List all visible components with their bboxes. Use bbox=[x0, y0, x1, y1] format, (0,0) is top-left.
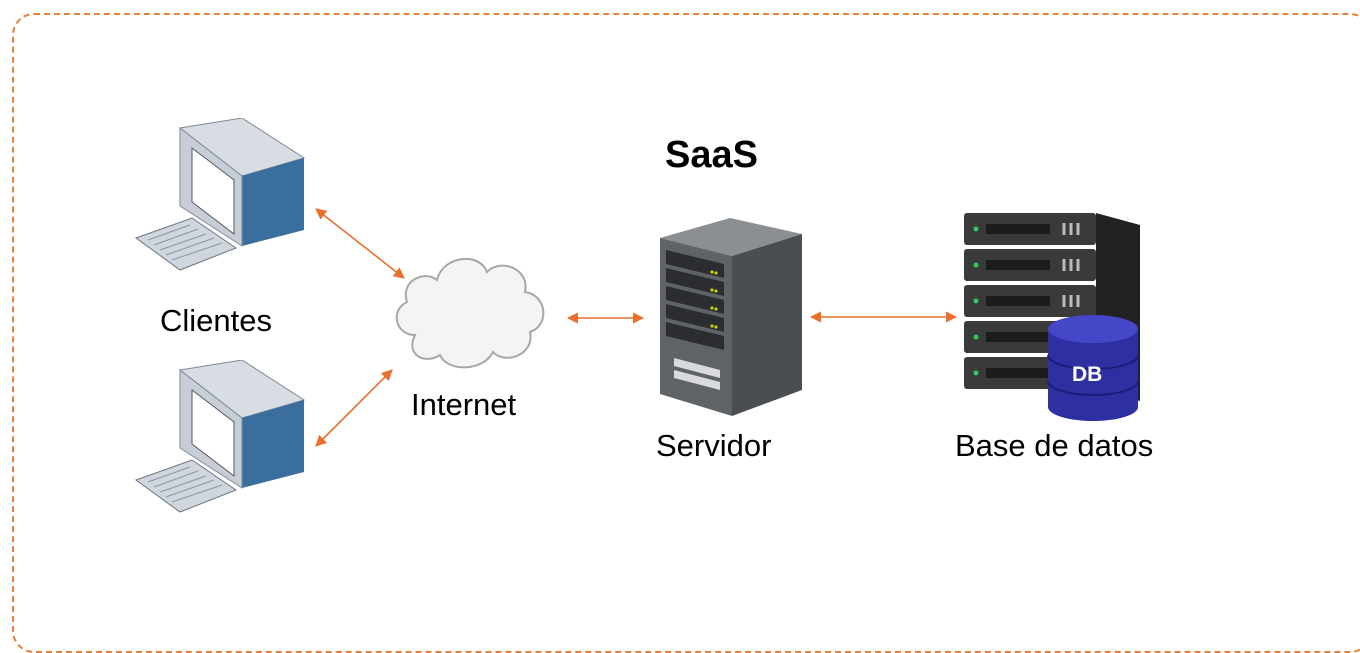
desktop-computer-icon bbox=[134, 118, 306, 271]
internet-label: Internet bbox=[411, 387, 517, 422]
server-tower-icon bbox=[660, 218, 802, 416]
server-label: Servidor bbox=[656, 428, 772, 463]
database-server-icon bbox=[964, 213, 1140, 421]
db-badge: DB bbox=[1072, 363, 1103, 386]
desktop-computer-icon bbox=[134, 360, 306, 513]
database-cylinder-icon bbox=[1047, 315, 1139, 421]
database-label: Base de datos bbox=[955, 428, 1154, 463]
diagram-title: SaaS bbox=[665, 134, 758, 176]
cloud-icon bbox=[395, 257, 545, 369]
arrow-client1-internet bbox=[315, 208, 405, 279]
arrow-client2-internet bbox=[315, 369, 393, 447]
clients-label: Clientes bbox=[160, 303, 272, 338]
connections-layer bbox=[315, 208, 958, 447]
